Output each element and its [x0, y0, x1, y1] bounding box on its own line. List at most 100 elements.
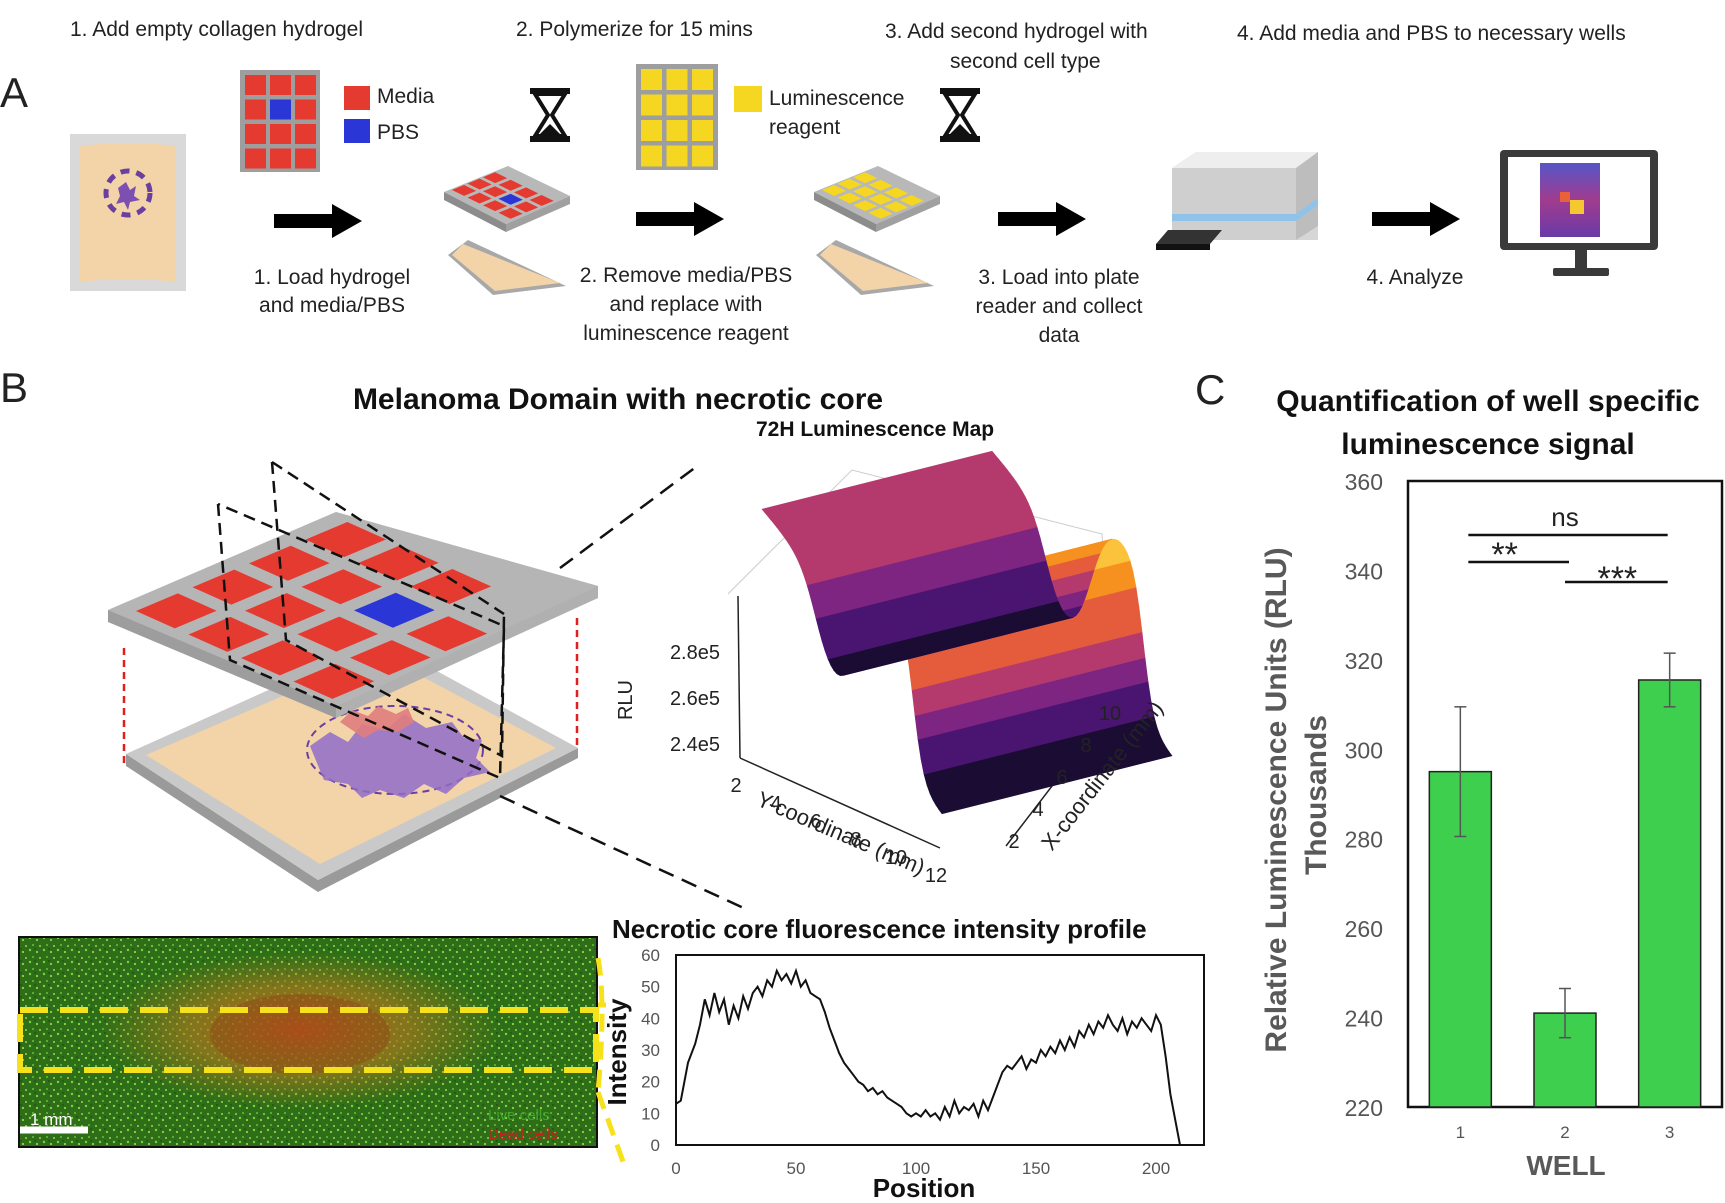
panel-c-title-line2: luminescence signal: [1341, 428, 1634, 461]
pbs-legend-swatch: [344, 119, 370, 143]
media-well: [358, 545, 439, 581]
step-title-3a: 3. Add second hydrogel with: [885, 20, 1148, 43]
panel-a-label: A: [0, 69, 28, 116]
pbs-well: [270, 99, 291, 120]
well: [483, 186, 508, 198]
reagent-well: [666, 94, 688, 116]
surface-y-tick-label: 8: [1080, 735, 1091, 757]
profile-x-tick-label: 100: [902, 1159, 930, 1178]
bar-y-tick-label: 360: [1345, 469, 1383, 495]
well: [884, 187, 909, 199]
surface-x-tick-label: 12: [925, 865, 947, 887]
profile-x-tick-label: 150: [1022, 1159, 1050, 1178]
bar-y-tick-label: 220: [1345, 1095, 1383, 1121]
surface-x-tick-label: 10: [885, 847, 907, 869]
profile-chart-title: Necrotic core fluorescence intensity pro…: [612, 914, 1147, 944]
panel-c: C Quantification of well specific lumine…: [1195, 366, 1724, 1181]
reagent-well: [641, 145, 662, 167]
hourglass-icon: [530, 88, 570, 142]
media-well: [270, 148, 291, 169]
z-tick-label: 2.4e5: [670, 734, 720, 756]
well: [514, 201, 539, 213]
bar-y-axis-label: Relative Luminescence Units (RLU): [1260, 547, 1293, 1052]
well: [853, 200, 878, 212]
step-caption-3-line1: 3. Load into plate: [978, 266, 1139, 289]
step-title-4: 4. Add media and PBS to necessary wells: [1237, 22, 1626, 45]
media-well: [188, 616, 270, 652]
significance-label: ***: [1597, 560, 1637, 598]
well: [899, 195, 924, 206]
media-well: [293, 663, 375, 699]
bar-x-axis-label: WELL: [1526, 1150, 1605, 1181]
well: [529, 195, 554, 206]
surface-x-axis-label: Y-coordinate (mm): [753, 786, 929, 879]
profile-y-tick-label: 40: [641, 1009, 660, 1028]
reagent-well: [641, 120, 662, 141]
profile-y-tick-label: 10: [641, 1104, 660, 1123]
media-well: [410, 568, 492, 604]
step-caption-2-line3: luminescence reagent: [583, 322, 789, 345]
step-caption-3-line2: reader and collect: [976, 295, 1143, 318]
well: [467, 192, 492, 204]
well: [868, 207, 893, 219]
z-tick-label: 2.6e5: [670, 688, 720, 710]
media-well: [350, 640, 431, 676]
step-title-2: 2. Polymerize for 15 mins: [516, 18, 753, 41]
media-well: [270, 124, 291, 144]
well: [853, 186, 878, 198]
profile-y-tick-label: 50: [641, 978, 660, 997]
live-cells-label: Live cells: [488, 1107, 550, 1124]
media-well: [305, 521, 387, 557]
reagent-well: [692, 145, 713, 167]
step-caption-1-line1: 1. Load hydrogel: [254, 266, 410, 289]
well-plate-reagent-illustration: [814, 166, 940, 295]
z-tick-label: 2.8e5: [670, 642, 720, 664]
melanoma-plate-illustration: [108, 460, 749, 912]
media-well: [136, 593, 217, 629]
profile-y-tick-label: 20: [641, 1073, 660, 1092]
well: [853, 172, 878, 184]
well: [868, 179, 893, 191]
dead-cells-label: Dead cells: [488, 1126, 558, 1143]
media-well: [297, 616, 379, 652]
bar-x-tick-label: 2: [1560, 1123, 1569, 1142]
arrow-icon: [274, 204, 362, 238]
arrow-icon: [636, 202, 724, 236]
bar-y-tick-label: 240: [1345, 1006, 1383, 1032]
luminescence-map-title: 72H Luminescence Map: [756, 418, 994, 441]
well: [837, 178, 862, 190]
media-well: [245, 124, 266, 144]
reagent-well: [641, 94, 662, 116]
reagent-well: [692, 94, 713, 116]
surface-y-tick-label: 10: [1099, 703, 1121, 725]
panel-b: B Melanoma Domain with necrotic core 72H…: [0, 364, 1205, 1203]
profile-x-tick-label: 0: [671, 1159, 680, 1178]
surface-x-tick-label: 6: [810, 811, 821, 833]
surface-x-tick-label: 8: [850, 829, 861, 851]
reagent-legend-label-1: Luminescence: [769, 87, 904, 110]
bar-x-tick-label: 1: [1456, 1123, 1465, 1142]
bar-y-tick-label: 260: [1345, 916, 1383, 942]
plate-reader-icon: [1156, 152, 1318, 250]
well: [514, 187, 539, 199]
scale-bar-label: 1 mm: [30, 1110, 73, 1129]
reagent-plate-map: [636, 64, 718, 170]
profile-x-axis-label: Position: [873, 1173, 976, 1203]
surface-y-tick-label: 2: [1008, 831, 1019, 853]
step-caption-2-line2: and replace with: [610, 293, 763, 316]
well: [452, 185, 477, 196]
surface-y-tick-label: 6: [1056, 767, 1067, 789]
media-well: [295, 148, 316, 169]
media-well: [245, 593, 326, 629]
hydrogel-dish-illustration: [70, 134, 186, 291]
media-well: [301, 569, 383, 605]
well: [467, 178, 492, 190]
intensity-series-line: [675, 967, 1181, 1146]
arrow-icon: [1372, 202, 1460, 236]
pbs-legend-label: PBS: [377, 121, 419, 144]
hourglass-icon: [940, 88, 980, 142]
well: [498, 179, 523, 191]
significance-label: ns: [1551, 502, 1578, 532]
